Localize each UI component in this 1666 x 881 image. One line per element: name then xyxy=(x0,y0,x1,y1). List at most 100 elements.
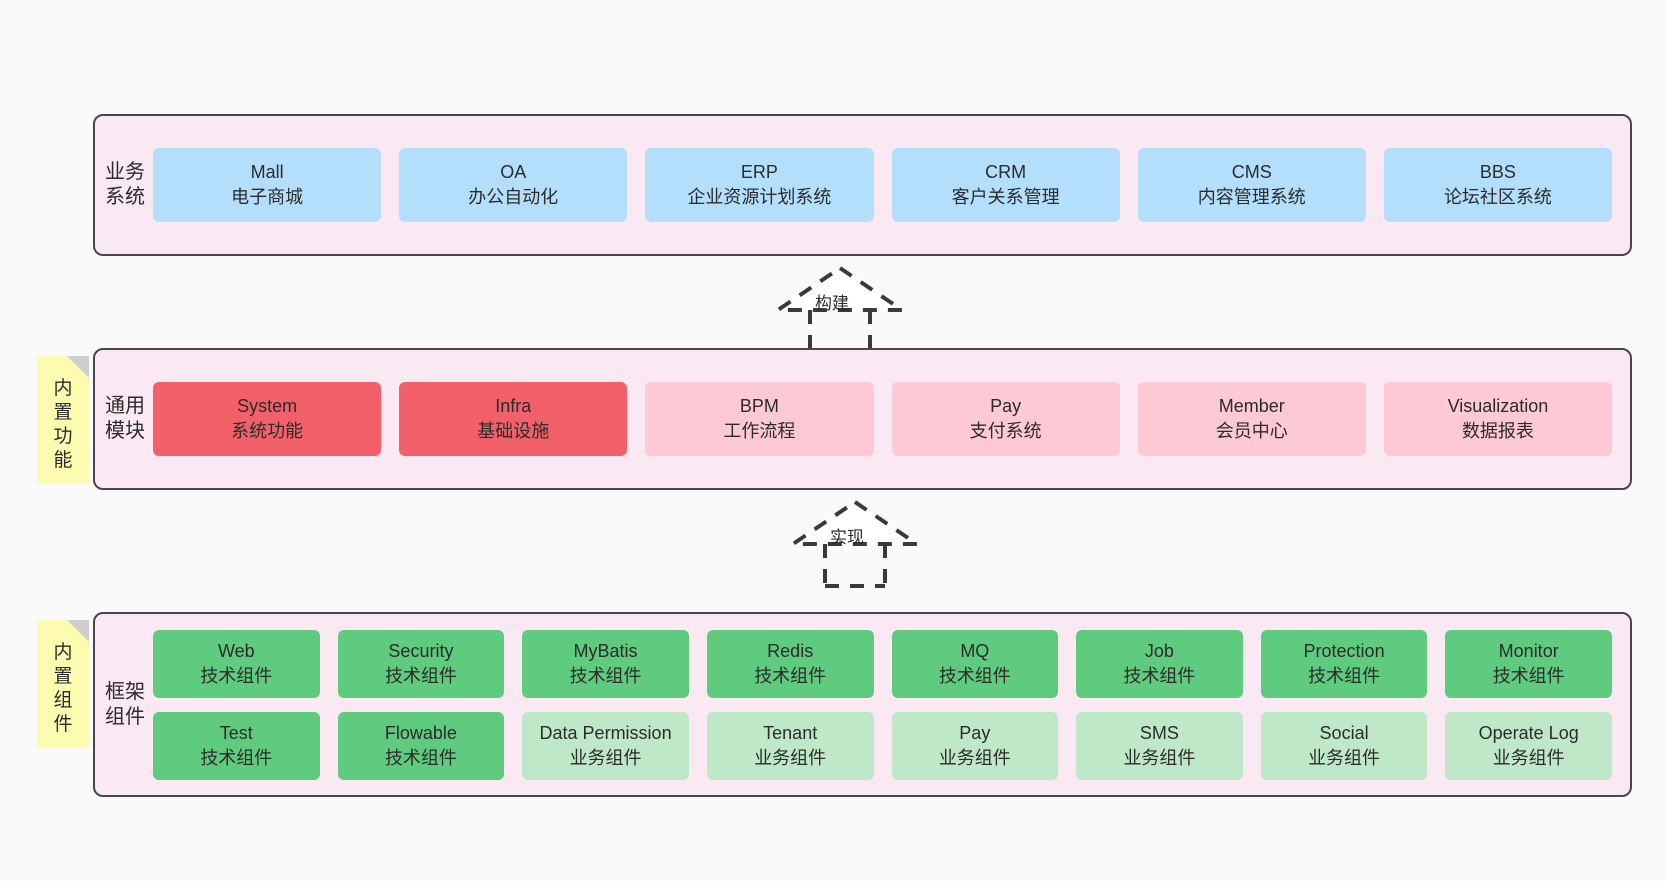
node-title: MQ xyxy=(960,640,990,661)
node-subtitle: 业务组件 xyxy=(1308,747,1381,768)
node-subtitle: 会员中心 xyxy=(1215,421,1288,441)
node-erp[interactable]: ERP 企业资源计划系统 xyxy=(645,148,874,222)
node-subtitle: 技术组件 xyxy=(1123,665,1196,686)
node-title: Operate Log xyxy=(1478,722,1579,743)
node-title: CRM xyxy=(985,162,1027,182)
node-subtitle: 办公自动化 xyxy=(468,187,559,207)
node-operate-log[interactable]: Operate Log 业务组件 xyxy=(1445,711,1612,780)
node-title: CMS xyxy=(1231,162,1272,182)
node-flowable[interactable]: Flowable 技术组件 xyxy=(337,711,505,780)
node-protection[interactable]: Protection 技术组件 xyxy=(1260,629,1428,698)
node-title: System xyxy=(237,396,298,416)
node-monitor[interactable]: Monitor 技术组件 xyxy=(1445,629,1612,698)
node-crm[interactable]: CRM 客户关系管理 xyxy=(891,148,1120,222)
node-title: Pay xyxy=(959,722,991,743)
connector-label-implement: 实现 xyxy=(830,528,864,547)
node-social[interactable]: Social 业务组件 xyxy=(1260,711,1428,780)
node-title: Test xyxy=(219,722,253,743)
node-subtitle: 业务组件 xyxy=(569,747,642,768)
node-title: Visualization xyxy=(1447,396,1549,416)
note-builtin-components[interactable]: 内置组件 xyxy=(37,620,89,748)
layer-title-framework-components: 框架组件 xyxy=(105,680,145,728)
node-title: Mall xyxy=(250,162,284,182)
node-infra[interactable]: Infra 基础设施 xyxy=(399,382,628,456)
node-title: Pay xyxy=(990,396,1022,416)
cell-row: System 系统功能 Infra 基础设施 BPM 工作流程 Pay 支付系统… xyxy=(153,382,1613,456)
node-title: Tenant xyxy=(763,722,818,743)
node-title: Social xyxy=(1319,722,1369,743)
layer-cells-framework-components: Web 技术组件 Security 技术组件 MyBatis 技术组件 Redi… xyxy=(147,629,1630,780)
node-bpm[interactable]: BPM 工作流程 xyxy=(645,382,874,456)
node-subtitle: 论坛社区系统 xyxy=(1443,187,1552,207)
node-subtitle: 电子商城 xyxy=(231,187,304,207)
node-bbs[interactable]: BBS 论坛社区系统 xyxy=(1383,148,1613,222)
note-builtin-features[interactable]: 内置功能 xyxy=(37,356,89,484)
node-title: Protection xyxy=(1303,640,1385,661)
node-subtitle: 技术组件 xyxy=(938,665,1011,686)
node-subtitle: 业务组件 xyxy=(938,747,1011,768)
node-subtitle: 技术组件 xyxy=(754,665,827,686)
cell-row: Test 技术组件 Flowable 技术组件 Data Permission … xyxy=(153,711,1612,780)
connector-implement: 实现 xyxy=(775,496,935,588)
node-subtitle: 业务组件 xyxy=(754,747,827,768)
node-subtitle: 内容管理系统 xyxy=(1197,187,1306,207)
node-subtitle: 数据报表 xyxy=(1461,421,1534,441)
node-oa[interactable]: OA 办公自动化 xyxy=(399,148,628,222)
node-pay[interactable]: Pay 支付系统 xyxy=(891,382,1120,456)
node-subtitle: 技术组件 xyxy=(200,665,273,686)
node-title: MyBatis xyxy=(573,640,638,661)
node-subtitle: 技术组件 xyxy=(384,665,457,686)
note-fold-corner-icon xyxy=(67,620,89,642)
node-subtitle: 技术组件 xyxy=(569,665,642,686)
node-title: Redis xyxy=(767,640,814,661)
node-sms[interactable]: SMS 业务组件 xyxy=(1076,711,1243,780)
node-title: BPM xyxy=(739,396,779,416)
node-subtitle: 基础设施 xyxy=(477,421,550,441)
node-title: ERP xyxy=(740,162,778,182)
node-title: Data Permission xyxy=(539,722,672,743)
layer-title-business-systems: 业务系统 xyxy=(105,161,145,208)
node-cms[interactable]: CMS 内容管理系统 xyxy=(1137,148,1366,222)
node-subtitle: 客户关系管理 xyxy=(951,187,1060,207)
node-member[interactable]: Member 会员中心 xyxy=(1137,382,1366,456)
node-mybatis[interactable]: MyBatis 技术组件 xyxy=(522,629,689,698)
node-mq[interactable]: MQ 技术组件 xyxy=(891,629,1059,698)
node-title: Infra xyxy=(495,396,532,416)
node-subtitle: 技术组件 xyxy=(1492,665,1565,686)
layer-business-systems[interactable]: 业务系统 Mall 电子商城 OA 办公自动化 ERP 企业资源计划系统 CRM… xyxy=(93,114,1632,256)
node-title: Web xyxy=(217,640,255,661)
node-system[interactable]: System 系统功能 xyxy=(153,382,382,456)
node-mall[interactable]: Mall 电子商城 xyxy=(153,148,382,222)
node-subtitle: 支付系统 xyxy=(969,421,1042,441)
node-subtitle: 工作流程 xyxy=(723,421,796,441)
node-title: BBS xyxy=(1479,162,1516,182)
node-title: Member xyxy=(1218,396,1285,416)
node-subtitle: 技术组件 xyxy=(1308,665,1381,686)
node-title: Job xyxy=(1144,640,1174,661)
cell-row: Mall 电子商城 OA 办公自动化 ERP 企业资源计划系统 CRM 客户关系… xyxy=(153,148,1613,222)
layer-title-general-modules: 通用模块 xyxy=(105,395,145,442)
node-web[interactable]: Web 技术组件 xyxy=(153,629,320,698)
layer-framework-components[interactable]: 框架组件 Web 技术组件 Security 技术组件 MyBatis 技术组件… xyxy=(93,612,1632,797)
generalization-arrow-icon xyxy=(786,499,924,588)
node-subtitle: 系统功能 xyxy=(231,421,304,441)
node-data-permission[interactable]: Data Permission 业务组件 xyxy=(522,711,689,780)
node-job[interactable]: Job 技术组件 xyxy=(1076,629,1243,698)
layer-general-modules[interactable]: 通用模块 System 系统功能 Infra 基础设施 BPM 工作流程 Pay… xyxy=(93,348,1632,490)
layer-cells-general-modules: System 系统功能 Infra 基础设施 BPM 工作流程 Pay 支付系统… xyxy=(147,382,1630,456)
node-title: OA xyxy=(500,162,527,182)
node-visualization[interactable]: Visualization 数据报表 xyxy=(1383,382,1613,456)
node-subtitle: 业务组件 xyxy=(1492,747,1565,768)
node-pay-component[interactable]: Pay 业务组件 xyxy=(891,711,1059,780)
node-tenant[interactable]: Tenant 业务组件 xyxy=(706,711,874,780)
node-subtitle: 业务组件 xyxy=(1123,747,1196,768)
connector-label-build: 构建 xyxy=(815,294,849,313)
node-security[interactable]: Security 技术组件 xyxy=(337,629,505,698)
layer-cells-business-systems: Mall 电子商城 OA 办公自动化 ERP 企业资源计划系统 CRM 客户关系… xyxy=(147,148,1630,222)
node-redis[interactable]: Redis 技术组件 xyxy=(706,629,874,698)
node-title: Monitor xyxy=(1498,640,1559,661)
note-label: 内置功能 xyxy=(53,378,73,471)
node-subtitle: 技术组件 xyxy=(384,747,457,768)
node-test[interactable]: Test 技术组件 xyxy=(153,711,320,780)
